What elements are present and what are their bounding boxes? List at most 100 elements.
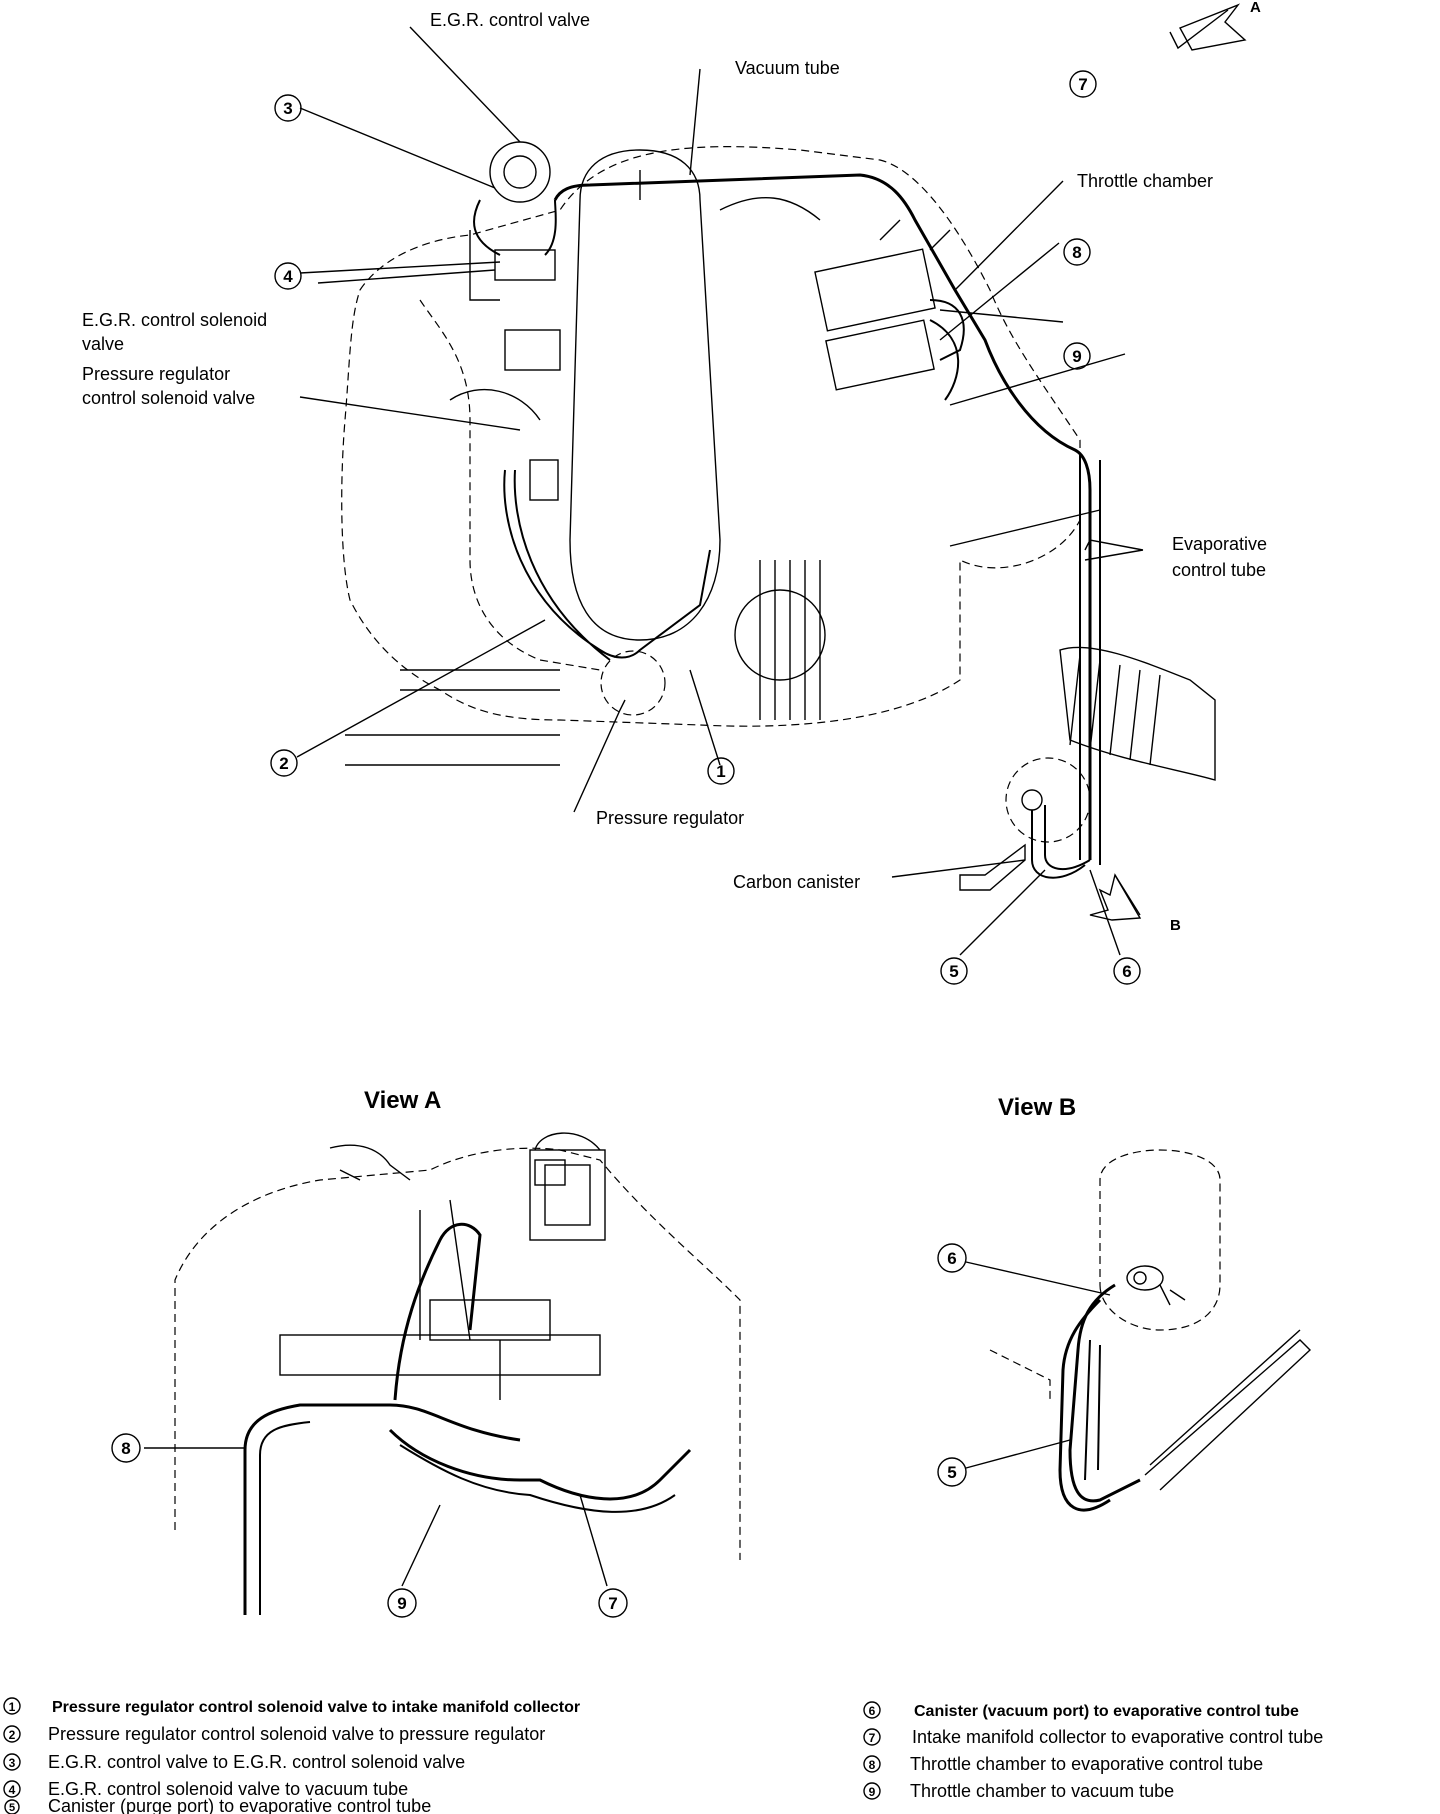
view-a-tube-7 — [388, 1428, 692, 1501]
svg-text:Pressure regulator control sol: Pressure regulator control solenoid valv… — [48, 1724, 545, 1744]
legend: 1 Pressure regulator control solenoid va… — [3, 1697, 1323, 1814]
legend-item-3: 3 E.G.R. control valve to E.G.R. control… — [3, 1752, 465, 1772]
svg-text:8: 8 — [1072, 243, 1081, 262]
svg-text:2: 2 — [279, 754, 288, 773]
arrow-b-label: B — [1170, 917, 1181, 934]
engine-bracket-shape — [449, 230, 541, 421]
view-b-bracket-ghost — [989, 1349, 1051, 1400]
view-a-tube-9 — [393, 1222, 482, 1401]
view-b-callout-6: 6 — [937, 1243, 967, 1273]
callout-8: 8 — [1063, 238, 1091, 266]
egr-solenoid-shape — [494, 249, 556, 281]
arrow-b: B — [1089, 873, 1181, 934]
svg-text:3: 3 — [9, 1756, 16, 1770]
svg-text:9: 9 — [397, 1594, 406, 1613]
view-a-duct-outline — [174, 1147, 741, 1560]
callout-3: 3 — [274, 94, 302, 122]
legend-item-8: 8 Throttle chamber to evaporative contro… — [863, 1754, 1263, 1774]
throttle-hoses — [929, 299, 965, 401]
svg-text:Canister (vacuum port) to evap: Canister (vacuum port) to evaporative co… — [914, 1703, 1299, 1720]
svg-text:1: 1 — [9, 1700, 16, 1714]
view-b-title: View B — [998, 1094, 1076, 1121]
legend-item-7: 7 Intake manifold collector to evaporati… — [863, 1727, 1323, 1747]
callout-1: 1 — [707, 757, 735, 785]
view-a-callout-9: 9 — [387, 1588, 417, 1618]
svg-text:9: 9 — [869, 1785, 876, 1799]
label-egr-solenoid-line2: valve — [82, 334, 124, 354]
view-b-callout-5: 5 — [937, 1457, 967, 1487]
svg-text:2: 2 — [9, 1728, 16, 1742]
view-b-canister — [1099, 1149, 1221, 1331]
label-evap-line1: Evaporative — [1172, 534, 1267, 554]
air-duct-ribs — [1069, 654, 1161, 766]
canister-hoses — [1031, 805, 1091, 879]
svg-text:6: 6 — [1122, 962, 1131, 981]
legend-item-9: 9 Throttle chamber to vacuum tube — [863, 1781, 1174, 1801]
pressure-regulator-shape — [600, 650, 666, 716]
legend-item-5: 5 Canister (purge port) to evaporative c… — [4, 1796, 431, 1814]
legend-item-6: 6 Canister (vacuum port) to evaporative … — [863, 1701, 1299, 1720]
callout-5: 5 — [940, 957, 968, 985]
view-a-tube-8b — [259, 1421, 311, 1615]
legend-item-1: 1 Pressure regulator control solenoid va… — [3, 1697, 580, 1716]
view-a-tube-8 — [243, 1403, 521, 1615]
svg-text:7: 7 — [869, 1731, 876, 1745]
view-b-bracket — [1144, 1329, 1312, 1491]
view-a: View A 8 9 7 — [111, 1087, 741, 1618]
callout-4: 4 — [274, 262, 302, 290]
label-egr-control-valve: E.G.R. control valve — [430, 10, 590, 30]
svg-text:Pressure regulator control sol: Pressure regulator control solenoid valv… — [52, 1699, 580, 1716]
svg-text:3: 3 — [283, 99, 292, 118]
callout-6: 6 — [1113, 957, 1141, 985]
leader-lines — [296, 26, 1144, 956]
svg-text:Throttle chamber to evaporativ: Throttle chamber to evaporative control … — [910, 1754, 1263, 1774]
svg-text:Intake manifold collector to e: Intake manifold collector to evaporative… — [912, 1727, 1323, 1747]
svg-text:E.G.R. control solenoid valve: E.G.R. control solenoid valve to vacuum … — [48, 1779, 408, 1799]
svg-text:5: 5 — [9, 1802, 15, 1814]
exhaust-pipe — [345, 669, 560, 766]
svg-text:5: 5 — [949, 962, 958, 981]
distributor-shape — [734, 589, 826, 681]
label-carbon-canister: Carbon canister — [733, 872, 860, 892]
svg-text:6: 6 — [947, 1249, 956, 1268]
svg-text:9: 9 — [1072, 347, 1081, 366]
label-throttle-chamber: Throttle chamber — [1077, 171, 1213, 191]
label-evap-line2: control tube — [1172, 560, 1266, 580]
svg-text:8: 8 — [869, 1758, 876, 1772]
svg-text:7: 7 — [608, 1594, 617, 1613]
view-a-tube-7b — [399, 1444, 676, 1513]
engine-outline — [341, 146, 1081, 727]
svg-text:8: 8 — [121, 1439, 130, 1458]
view-a-callout-7: 7 — [598, 1588, 628, 1618]
label-egr-solenoid-line1: E.G.R. control solenoid — [82, 310, 267, 330]
label-pressure-regulator: Pressure regulator — [596, 808, 744, 828]
svg-text:E.G.R. control valve to E.G.R.: E.G.R. control valve to E.G.R. control s… — [48, 1752, 465, 1772]
view-a-leaders — [144, 1447, 608, 1587]
engine-inner-outline — [419, 299, 601, 671]
svg-text:Canister (purge port) to evapo: Canister (purge port) to evaporative con… — [48, 1796, 431, 1814]
arrow-a-label: A — [1250, 0, 1261, 16]
svg-text:4: 4 — [9, 1783, 16, 1797]
canister-port — [1021, 789, 1043, 811]
svg-text:7: 7 — [1078, 75, 1087, 94]
view-b-tube-5 — [1058, 1298, 1111, 1512]
intake-collector — [569, 149, 721, 641]
legend-item-2: 2 Pressure regulator control solenoid va… — [3, 1724, 545, 1744]
view-b-leaders — [965, 1261, 1111, 1469]
callout-7: 7 — [1069, 70, 1097, 98]
egr-valve-shape — [489, 141, 551, 203]
callout-2: 2 — [270, 749, 298, 777]
label-vacuum-tube: Vacuum tube — [735, 58, 840, 78]
svg-text:6: 6 — [869, 1704, 876, 1718]
main-diagram: A B E.G.R. control valve Vacuum tube Thr… — [82, 0, 1267, 985]
view-b-tube-6 — [1068, 1283, 1141, 1503]
distributor-wires — [759, 560, 821, 720]
view-a-pipe — [329, 1144, 411, 1181]
view-b-tube-extra — [1084, 1339, 1101, 1481]
view-a-throttle-body — [279, 1132, 606, 1400]
label-pressure-reg-line2: control solenoid valve — [82, 388, 255, 408]
connector-shape — [529, 459, 559, 501]
svg-text:4: 4 — [283, 267, 293, 286]
evap-tube-parallel — [1079, 455, 1101, 865]
